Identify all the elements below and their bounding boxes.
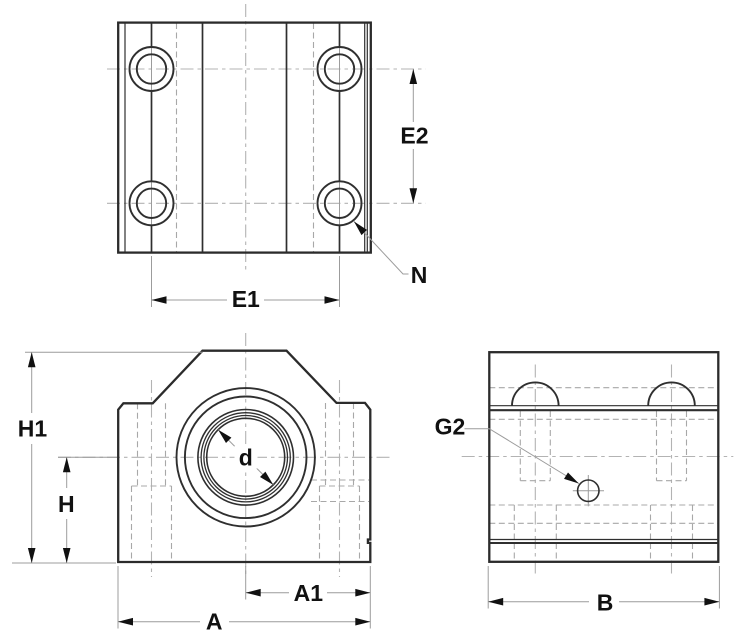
bore-inner-circle [205,417,286,498]
bore-circle [183,395,308,520]
dim-label-h1: H1 [18,416,48,442]
mounting-hole-outer [128,180,175,227]
arrowhead [488,597,504,606]
arrowhead [324,296,340,304]
dimension-e2: E2 [400,69,429,204]
arrowhead [218,429,232,443]
dimension-h: H [58,456,117,563]
front-view: H1 H d A1 [12,333,393,635]
dimension-h1: H1 [12,351,203,564]
dim-label-e1: E1 [232,286,260,312]
bearing-ring [200,412,291,503]
arrowhead [260,471,274,485]
arrowhead [409,188,418,204]
callout-label-n: N [411,262,428,288]
side-view-hidden-lines [489,387,719,561]
label-mask [234,446,258,469]
dimension-b: B [487,566,720,616]
callout-g2: G2 [435,414,580,484]
arrowhead [409,69,418,84]
mounting-hole-outer [316,180,363,227]
dimension-a1: A1 [245,566,371,629]
housing-front-outline [117,349,372,564]
arrowhead [564,472,579,484]
arrowhead [151,296,167,304]
dim-label-a1: A1 [294,580,324,606]
front-view-body [117,349,372,564]
arrowhead [118,617,133,626]
housing-top-outline [117,21,372,254]
dome-arc [647,381,696,406]
arrowhead [245,588,261,597]
bore-circle [175,387,316,528]
arrowhead [27,352,36,368]
front-view-hidden-lines [130,403,369,561]
dimension-e1: E1 [151,256,340,312]
top-view: E1 E2 N [107,4,429,312]
mounting-hole-inner [135,53,168,85]
bore [175,387,316,528]
front-view-centerlines [58,333,393,577]
dim-label-b: B [597,590,614,616]
top-view-body [117,21,372,254]
arrowhead [355,617,371,626]
mounting-hole-inner [323,187,356,219]
arrowhead [704,597,720,606]
top-view-centerlines [107,4,426,270]
g2-hole [576,479,600,503]
dim-label-h: H [58,491,75,517]
callout-label-g2: G2 [435,414,466,440]
side-view-body [488,351,720,563]
arrowhead [355,588,371,597]
mounting-hole-inner [323,53,356,85]
arrowhead [354,221,367,236]
mounting-hole-outer [316,46,363,92]
mounting-holes [128,46,363,227]
arrowhead [27,548,36,563]
mounting-hole-outer [128,46,175,92]
side-view: G2 B [435,351,734,616]
dim-label-d: d [239,444,253,470]
bearing-ring [203,414,289,500]
arrowhead [62,457,71,473]
dimension-d: d [217,429,274,486]
callout-n: N [353,221,428,288]
bearing-ring [197,408,295,506]
dim-label-e2: E2 [400,123,428,149]
mounting-hole-inner [135,187,168,219]
dim-label-a: A [206,609,223,635]
top-view-hidden-lines [175,23,315,252]
arrowhead [62,548,71,563]
housing-side-outline [488,351,720,563]
dimension-a: A [117,566,371,635]
dome-arc [511,381,560,406]
